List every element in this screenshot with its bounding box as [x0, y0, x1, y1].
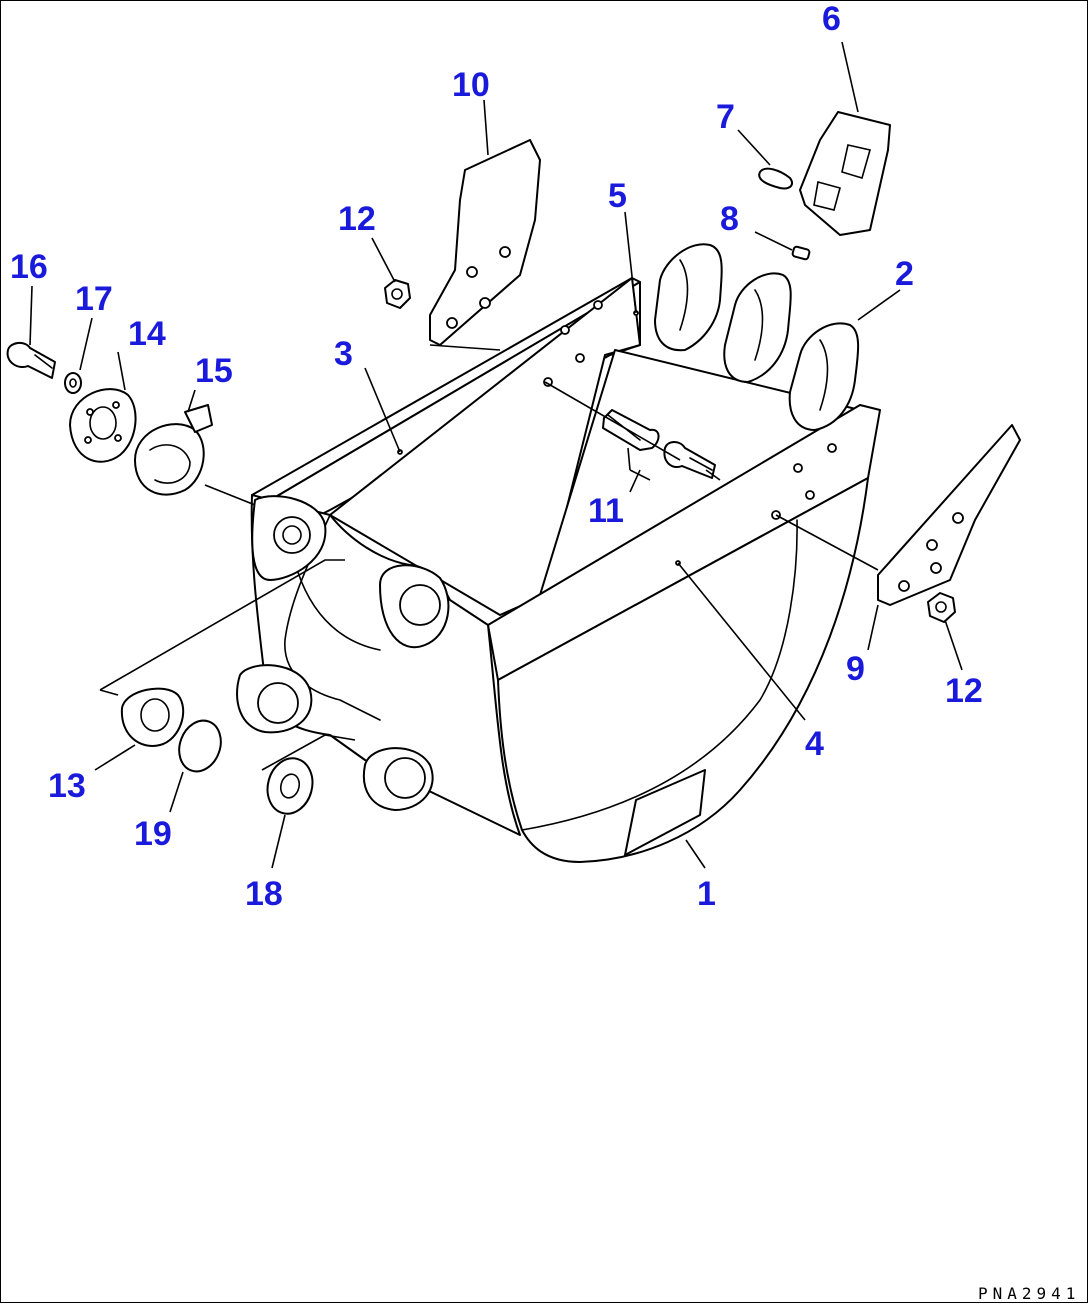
callout-10: 10: [452, 66, 490, 104]
callout-labels: 1 2 3 4 5 6 7 8 9 10 11 12 12 13 14 15 1…: [10, 0, 983, 913]
boss-hole-right: [399, 584, 441, 626]
part-13-bushing: [120, 687, 185, 747]
pin-hole-lower-left: [257, 682, 299, 724]
part-17-washer: [64, 372, 82, 394]
projection-lines: [99, 344, 879, 771]
callout-9: 9: [846, 650, 865, 688]
callout-8: 8: [720, 200, 739, 238]
part-2-teeth: [654, 243, 860, 431]
leader-lines: [29, 41, 963, 869]
part-6-tooth-point: [799, 111, 891, 236]
callout-16: 16: [10, 248, 48, 286]
callout-7: 7: [716, 98, 735, 136]
part-8-lock: [791, 245, 811, 261]
tooth-right: [788, 322, 860, 431]
drawing-code: PNA2941: [978, 1284, 1080, 1303]
callout-4: 4: [805, 725, 824, 763]
callout-14: 14: [128, 315, 166, 353]
part-10-side-cutter: [429, 139, 541, 346]
part-16-bolt: [6, 342, 56, 379]
part-1-bucket-shell: [497, 477, 869, 863]
part-12-nut-top: [384, 279, 411, 309]
callout-17: 17: [75, 280, 113, 318]
wear-plate: [624, 769, 706, 856]
boss-hole-left: [273, 516, 311, 554]
part-7-pin: [758, 167, 793, 190]
tooth-middle: [723, 272, 792, 383]
callout-19: 19: [134, 815, 172, 853]
callout-2: 2: [895, 255, 914, 293]
bucket-body: [236, 277, 881, 863]
part-4-front-plate: [487, 404, 881, 681]
callout-12-top: 12: [338, 200, 376, 238]
callout-6: 6: [822, 0, 841, 38]
callout-3: 3: [334, 335, 353, 373]
callout-13: 13: [48, 767, 86, 805]
pin-hole-lower-right: [384, 757, 426, 799]
callout-18: 18: [245, 875, 283, 913]
part-9-side-cutter: [877, 424, 1021, 606]
callout-12-right: 12: [945, 672, 983, 710]
part-14-spacer: [69, 388, 137, 463]
part-19-o-ring: [178, 719, 222, 773]
callout-11: 11: [588, 492, 624, 530]
callout-1: 1: [697, 875, 716, 913]
part-15-plate: [134, 404, 213, 496]
callout-5: 5: [608, 177, 627, 215]
part-12-nut-right: [927, 592, 956, 623]
tooth-left: [654, 243, 723, 352]
part-18-shim: [266, 757, 314, 815]
callout-15: 15: [195, 352, 233, 390]
